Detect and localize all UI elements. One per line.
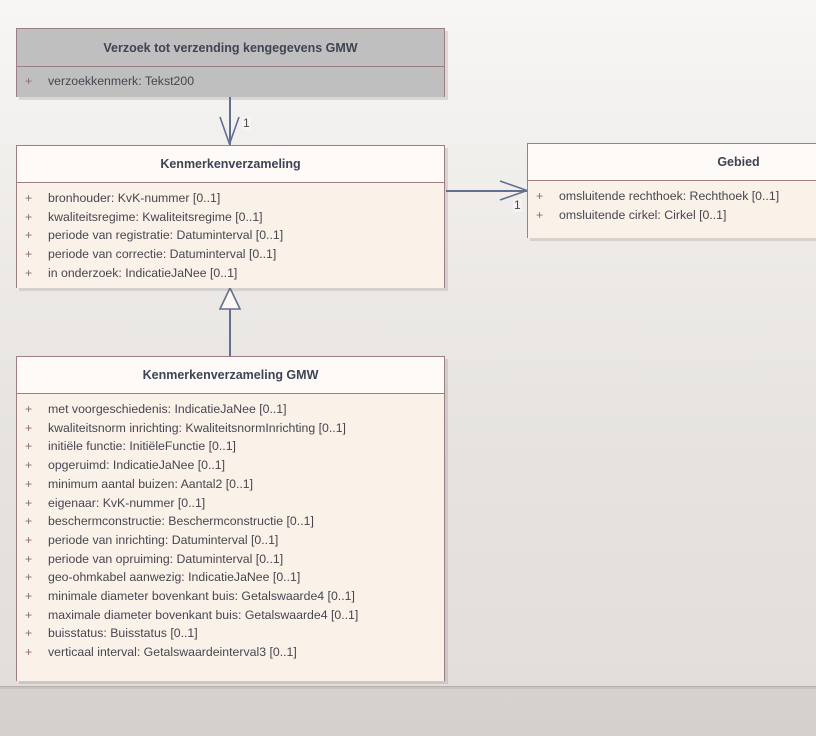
attribute-signature: omsluitende cirkel: Cirkel [0..1] xyxy=(559,207,727,222)
attribute-row: + minimale diameter bovenkant buis: Geta… xyxy=(17,587,444,606)
attribute-row: + verticaal interval: Getalswaardeinterv… xyxy=(17,643,444,662)
attribute-signature: periode van opruiming: Datuminterval [0.… xyxy=(48,551,284,566)
attribute-signature: periode van inrichting: Datuminterval [0… xyxy=(48,532,279,547)
class-name-kenmerkenverzameling-gmw: Kenmerkenverzameling GMW xyxy=(17,357,444,394)
connector-kenmerkenverzameling-to-gebied-line[interactable] xyxy=(446,190,528,192)
attribute-row: + omsluitende cirkel: Cirkel [0..1] xyxy=(528,206,816,225)
attribute-visibility: + xyxy=(25,570,33,585)
attribute-signature: kwaliteitsnorm inrichting: Kwaliteitsnor… xyxy=(48,420,346,435)
class-box-verzoek[interactable]: Verzoek tot verzending kengegevens GMW +… xyxy=(16,28,445,97)
attribute-visibility: + xyxy=(25,532,33,547)
attribute-visibility: + xyxy=(25,514,33,529)
attribute-row: + met voorgeschiedenis: IndicatieJaNee [… xyxy=(17,400,444,419)
attribute-signature: beschermconstructie: Beschermconstructie… xyxy=(48,514,314,529)
attribute-signature: minimale diameter bovenkant buis: Getals… xyxy=(48,589,355,604)
attribute-visibility: + xyxy=(25,265,33,280)
class-attributes-kenmerkenverzameling: + bronhouder: KvK-nummer [0..1] + kwalit… xyxy=(17,183,444,288)
attribute-row: + bronhouder: KvK-nummer [0..1] xyxy=(17,189,444,208)
connector-verzoek-to-kenmerkenverzameling-line[interactable] xyxy=(229,97,231,145)
attribute-visibility: + xyxy=(25,209,33,224)
attribute-visibility: + xyxy=(25,458,33,473)
class-name-verzoek: Verzoek tot verzending kengegevens GMW xyxy=(17,29,444,67)
attribute-row: + omsluitende rechthoek: Rechthoek [0..1… xyxy=(528,187,816,206)
attribute-row: + geo-ohmkabel aanwezig: IndicatieJaNee … xyxy=(17,568,444,587)
footer-divider-shadow xyxy=(0,687,816,689)
attribute-signature: minimum aantal buizen: Aantal2 [0..1] xyxy=(48,476,254,491)
connector-verzoek-to-kenmerkenverzameling-multiplicity: 1 xyxy=(242,116,251,130)
attribute-row: + maximale diameter bovenkant buis: Geta… xyxy=(17,606,444,625)
attribute-signature: verzoekkenmerk: Tekst200 xyxy=(48,74,195,88)
attribute-visibility: + xyxy=(25,495,33,510)
class-box-kenmerkenverzameling[interactable]: Kenmerkenverzameling + bronhouder: KvK-n… xyxy=(16,145,445,288)
attribute-row: + kwaliteitsregime: Kwaliteitsregime [0.… xyxy=(17,208,444,227)
attribute-row: + initiële functie: InitiëleFunctie [0..… xyxy=(17,437,444,456)
attribute-signature: buisstatus: Buisstatus [0..1] xyxy=(48,626,198,641)
attribute-visibility: + xyxy=(25,439,33,454)
connector-kenmerkenverzameling-to-gebied-multiplicity: 1 xyxy=(513,198,522,212)
attribute-signature: opgeruimd: IndicatieJaNee [0..1] xyxy=(48,458,226,473)
attribute-row: + periode van inrichting: Datuminterval … xyxy=(17,531,444,550)
attribute-visibility: + xyxy=(25,247,33,262)
attribute-row: + periode van opruiming: Datuminterval [… xyxy=(17,550,444,569)
attribute-visibility: + xyxy=(25,551,33,566)
class-name-kenmerkenverzameling: Kenmerkenverzameling xyxy=(17,146,444,183)
attribute-visibility: + xyxy=(25,191,33,205)
connector-verzoek-to-kenmerkenverzameling-arrowhead xyxy=(219,116,240,147)
attribute-row: + in onderzoek: IndicatieJaNee [0..1] xyxy=(17,264,444,283)
attribute-visibility: + xyxy=(25,420,33,435)
attribute-signature: periode van registratie: Datuminterval [… xyxy=(48,228,284,243)
attribute-visibility: + xyxy=(25,74,33,88)
attribute-visibility: + xyxy=(536,207,544,222)
attribute-row: + periode van correctie: Datuminterval [… xyxy=(17,245,444,264)
attribute-visibility: + xyxy=(25,645,33,660)
connector-generalization-hollow-triangle xyxy=(218,286,242,310)
attribute-visibility: + xyxy=(25,589,33,604)
attribute-visibility: + xyxy=(25,402,33,416)
attribute-visibility: + xyxy=(25,476,33,491)
attribute-signature: in onderzoek: IndicatieJaNee [0..1] xyxy=(48,265,238,280)
attribute-row: + eigenaar: KvK-nummer [0..1] xyxy=(17,494,444,513)
attribute-row: + kwaliteitsnorm inrichting: Kwaliteitsn… xyxy=(17,419,444,438)
attribute-row: + beschermconstructie: Beschermconstruct… xyxy=(17,512,444,531)
attribute-signature: maximale diameter bovenkant buis: Getals… xyxy=(48,607,359,622)
attribute-signature: geo-ohmkabel aanwezig: IndicatieJaNee [0… xyxy=(48,570,301,585)
attribute-row: + opgeruimd: IndicatieJaNee [0..1] xyxy=(17,456,444,475)
attribute-row: + minimum aantal buizen: Aantal2 [0..1] xyxy=(17,475,444,494)
attribute-signature: bronhouder: KvK-nummer [0..1] xyxy=(48,191,221,205)
class-attributes-verzoek: + verzoekkenmerk: Tekst200 xyxy=(17,67,444,97)
class-box-kenmerkenverzameling-gmw[interactable]: Kenmerkenverzameling GMW + met voorgesch… xyxy=(16,356,445,681)
attribute-row: + verzoekkenmerk: Tekst200 xyxy=(17,72,444,91)
class-attributes-gebied: + omsluitende rechthoek: Rechthoek [0..1… xyxy=(528,181,816,238)
attribute-visibility: + xyxy=(536,189,544,203)
attribute-signature: initiële functie: InitiëleFunctie [0..1] xyxy=(48,439,236,454)
attribute-signature: omsluitende rechthoek: Rechthoek [0..1] xyxy=(559,189,780,203)
attribute-signature: verticaal interval: Getalswaardeinterval… xyxy=(48,645,297,660)
attribute-visibility: + xyxy=(25,228,33,243)
class-attributes-kenmerkenverzameling-gmw: + met voorgeschiedenis: IndicatieJaNee [… xyxy=(17,394,444,681)
footer-divider xyxy=(0,686,816,687)
attribute-signature: met voorgeschiedenis: IndicatieJaNee [0.… xyxy=(48,402,287,416)
attribute-signature: periode van correctie: Datuminterval [0.… xyxy=(48,247,277,262)
attribute-signature: eigenaar: KvK-nummer [0..1] xyxy=(48,495,206,510)
attribute-row: + buisstatus: Buisstatus [0..1] xyxy=(17,624,444,643)
connector-generalization-line[interactable] xyxy=(229,308,231,356)
class-box-gebied[interactable]: Gebied + omsluitende rechthoek: Rechthoe… xyxy=(527,143,816,238)
attribute-visibility: + xyxy=(25,626,33,641)
class-name-gebied: Gebied xyxy=(528,144,816,181)
attribute-signature: kwaliteitsregime: Kwaliteitsregime [0..1… xyxy=(48,209,263,224)
attribute-row: + periode van registratie: Datuminterval… xyxy=(17,226,444,245)
attribute-visibility: + xyxy=(25,607,33,622)
